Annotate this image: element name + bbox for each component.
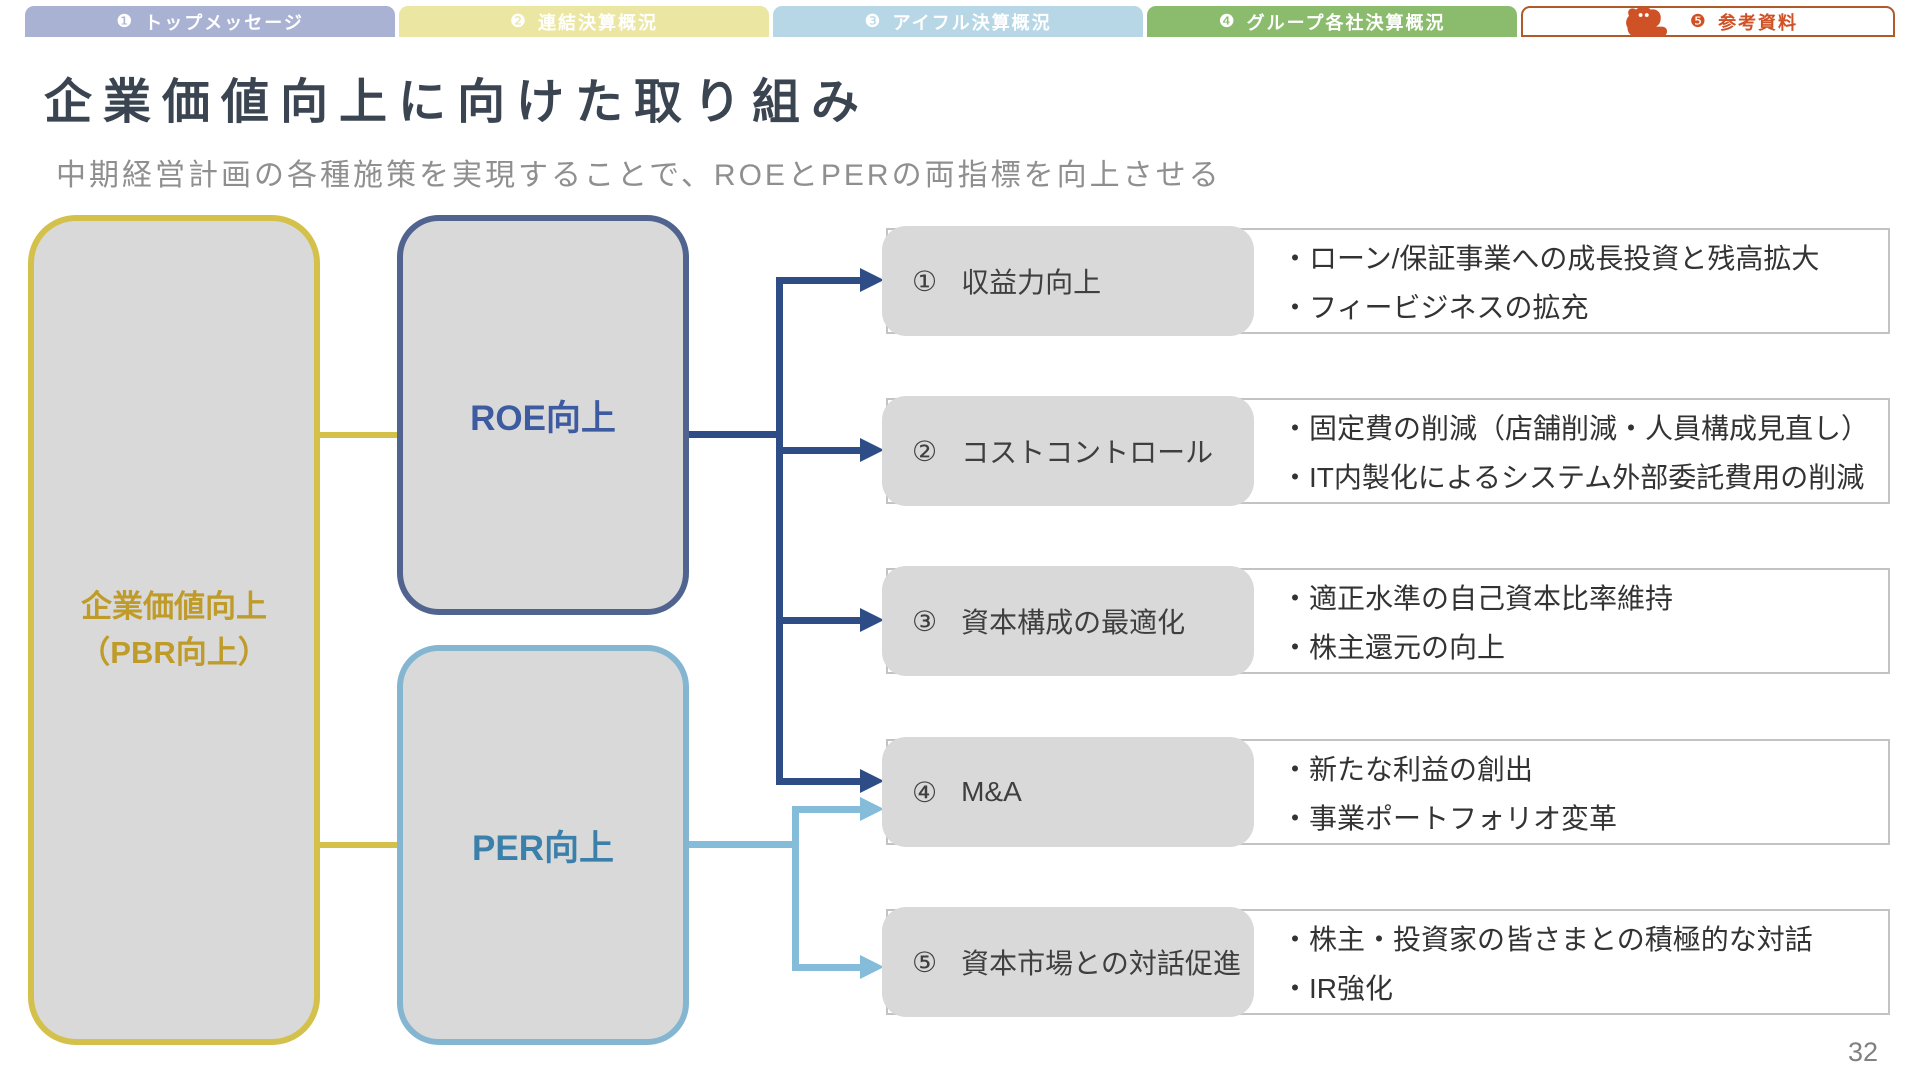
row-4-number: ④ <box>912 776 938 808</box>
tab-label: 連結決算概況 <box>538 12 659 33</box>
connector-per-trunk-feed <box>689 841 799 848</box>
roe-box: ROE向上 <box>397 215 689 615</box>
corporate-value-line2: （PBR向上） <box>79 635 269 670</box>
row-2-bullet-2: ・IT内製化によるシステム外部委託費用の削減 <box>1281 461 1865 493</box>
row-1-bullet-2: ・フィービジネスの拡充 <box>1281 291 1589 323</box>
row-5-bullet-1: ・株主・投資家の皆さまとの積極的な対話 <box>1281 923 1813 955</box>
tab-label: アイフル決算概況 <box>892 12 1052 33</box>
connector-to-row-3 <box>776 617 860 624</box>
row-1-label-box: ① 収益力向上 <box>882 226 1254 336</box>
row-4-label-box: ④ M&A <box>882 737 1254 847</box>
row-1-label: 収益力向上 <box>961 267 1102 298</box>
arrowhead-row-4-light-icon <box>860 797 884 821</box>
row-5-label-box: ⑤ 資本市場との対話促進 <box>882 907 1254 1017</box>
arrowhead-row-3-icon <box>860 608 884 632</box>
row-2-number: ② <box>912 435 938 467</box>
tab-consolidated-results[interactable]: ❷ 連結決算概況 <box>399 6 769 37</box>
tab-label: トップメッセージ <box>144 12 304 33</box>
connector-to-row-1 <box>776 277 860 284</box>
row-4-bullet-1: ・新たな利益の創出 <box>1281 753 1534 785</box>
connector-to-row-2 <box>776 447 860 454</box>
row-3-label: 資本構成の最適化 <box>961 607 1186 638</box>
tab-number-badge: ❺ <box>1689 11 1709 31</box>
per-trunk-line <box>792 806 799 971</box>
tab-label: グループ各社決算概況 <box>1246 12 1446 33</box>
connector-to-row-4-light <box>792 806 860 813</box>
row-3-bullet-2: ・株主還元の向上 <box>1281 631 1506 663</box>
tab-number-badge: ❷ <box>509 11 529 31</box>
arrowhead-row-4-dark-icon <box>860 769 884 793</box>
row-4-label: M&A <box>961 776 1022 807</box>
corporate-value-box: 企業価値向上 （PBR向上） <box>28 215 320 1045</box>
row-2-bullet-1: ・固定費の削減（店舗削減・人員構成見直し） <box>1281 412 1870 444</box>
row-5-number: ⑤ <box>912 946 938 978</box>
page-title: 企業価値向上に向けた取り組み <box>44 76 871 129</box>
tab-top-message[interactable]: ❶ トップメッセージ <box>25 6 395 37</box>
tab-reference-materials[interactable]: ❺ 参考資料 <box>1521 6 1895 37</box>
tab-number-badge: ❸ <box>864 11 883 31</box>
connector-to-row-4-dark <box>776 778 860 785</box>
row-1-number: ① <box>912 265 938 297</box>
arrowhead-row-5-icon <box>860 955 884 979</box>
row-2-label: コストコントロール <box>961 437 1214 468</box>
roe-trunk-line <box>776 277 783 785</box>
connector-root-per <box>320 842 397 848</box>
per-label: PER向上 <box>472 828 614 868</box>
corporate-value-line1: 企業価値向上 <box>81 588 267 624</box>
page-subtitle: 中期経営計画の各種施策を実現することで、ROEとPERの両指標を向上させる <box>56 159 1222 192</box>
roe-label: ROE向上 <box>470 398 616 438</box>
row-3-label-box: ③ 資本構成の最適化 <box>882 566 1254 676</box>
connector-root-roe <box>320 432 397 438</box>
row-1-bullet-1: ・ローン/保証事業への成長投資と残高拡大 <box>1281 242 1820 274</box>
row-5-bullet-2: ・IR強化 <box>1281 972 1394 1004</box>
tab-group-companies-results[interactable]: ❹ グループ各社決算概況 <box>1147 6 1517 37</box>
page-number: 32 <box>1847 1037 1878 1067</box>
row-5-label: 資本市場との対話促進 <box>961 948 1241 979</box>
row-3-bullet-1: ・適正水準の自己資本比率維持 <box>1281 582 1674 614</box>
row-3-number: ③ <box>912 605 938 637</box>
tab-aiful-results[interactable]: ❸ アイフル決算概況 <box>773 6 1143 37</box>
per-box: PER向上 <box>397 645 689 1045</box>
row-2-label-box: ② コストコントロール <box>882 396 1254 506</box>
row-4-bullet-2: ・事業ポートフォリオ変革 <box>1281 802 1618 834</box>
tab-number-badge: ❹ <box>1218 11 1237 31</box>
connector-to-row-5 <box>792 964 860 971</box>
arrowhead-row-2-icon <box>860 438 884 462</box>
tab-number-badge: ❶ <box>116 11 135 31</box>
connector-roe-trunk-feed <box>689 431 783 438</box>
mascot-dog-icon <box>1626 6 1667 37</box>
arrowhead-row-1-icon <box>860 268 884 292</box>
nav-tabbar: ❶ トップメッセージ ❷ 連結決算概況 ❸ アイフル決算概況 ❹ グループ各社決… <box>25 6 1895 37</box>
tab-label: 参考資料 <box>1718 12 1799 33</box>
